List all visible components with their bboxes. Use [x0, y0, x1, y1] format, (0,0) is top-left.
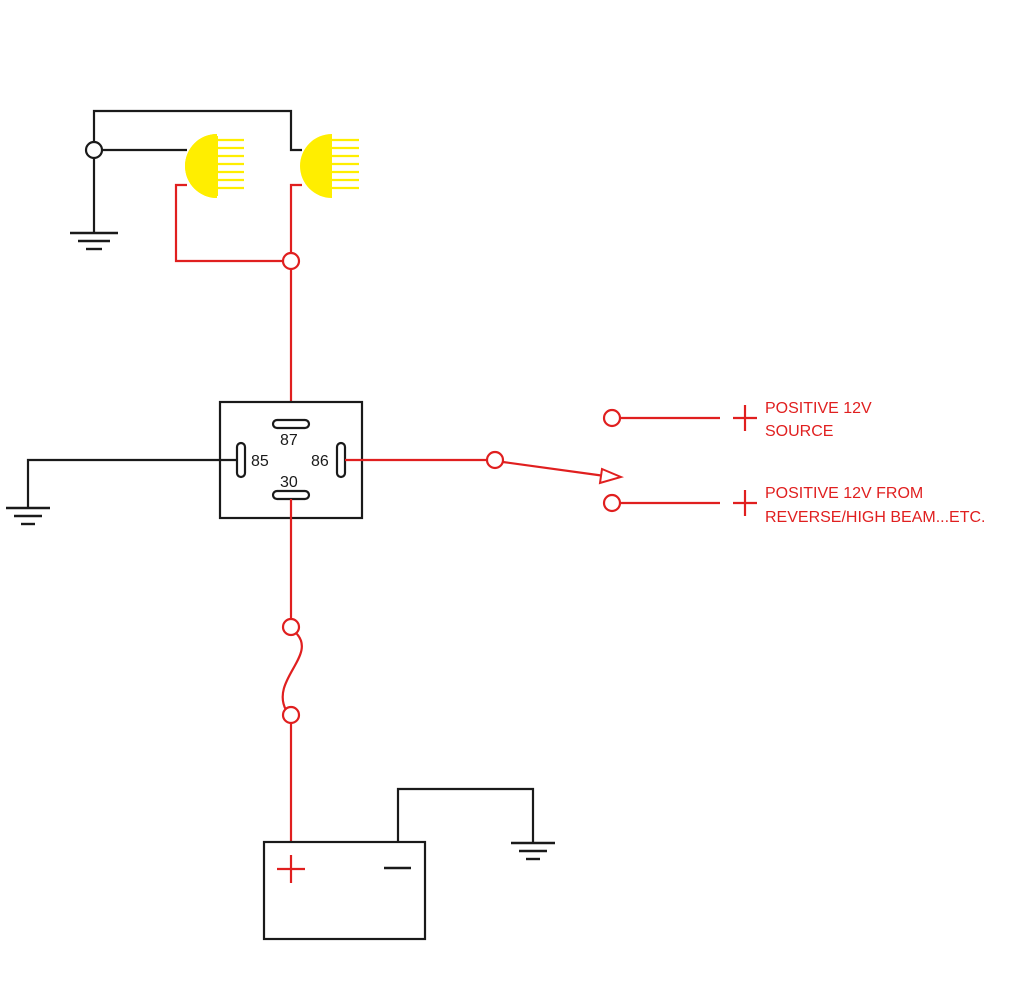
- fuse-icon: [281, 632, 303, 711]
- source-12v-label-line1: POSITIVE 12V: [765, 400, 872, 417]
- source-12v: POSITIVE 12V SOURCE: [602, 400, 872, 440]
- battery-plus-icon: [277, 855, 305, 883]
- source-12v-terminal: [602, 408, 622, 428]
- pin-85-label: 85: [251, 453, 269, 470]
- pin-30-label: 30: [280, 474, 298, 491]
- relay-pin-85: [235, 441, 247, 479]
- lamp-ground-junction: [84, 140, 104, 160]
- battery-body: [262, 840, 427, 941]
- left-lamp-icon: [185, 134, 244, 198]
- relay: 87 85 86 30: [218, 400, 364, 520]
- pin-87-label: 87: [280, 432, 298, 449]
- relay-pin-86: [335, 441, 347, 479]
- switch-arrow-icon: [598, 467, 625, 485]
- switch-lever: [502, 460, 606, 478]
- lamp-feed-junction: [281, 251, 301, 271]
- battery-ground-symbol: [511, 841, 555, 861]
- switch-pivot-terminal: [485, 450, 505, 470]
- battery-feed-wiring: [281, 499, 303, 842]
- relay-ground-symbol: [6, 506, 50, 526]
- source-reverse: POSITIVE 12V FROM REVERSE/HIGH BEAM...ET…: [602, 485, 985, 526]
- lamp-feed-wiring: [174, 183, 302, 420]
- fuse-top-terminal: [281, 617, 301, 637]
- source-12v-label-line2: SOURCE: [765, 423, 833, 440]
- source-reverse-terminal: [602, 493, 622, 513]
- lamp-ground-wiring: [70, 109, 302, 251]
- switch-wiring: [345, 450, 625, 485]
- right-lamp-icon: [300, 134, 359, 198]
- fuse-bottom-terminal: [281, 705, 301, 725]
- battery: [262, 787, 555, 941]
- source-reverse-label-line1: POSITIVE 12V FROM: [765, 485, 923, 502]
- source-reverse-label-line2: REVERSE/HIGH BEAM...ETC.: [765, 509, 985, 526]
- pin85-ground-wiring: [6, 458, 237, 526]
- lamp-ground-symbol: [70, 231, 118, 251]
- relay-pin-87: [271, 418, 311, 430]
- relay-pin-30: [271, 489, 311, 501]
- pin-86-label: 86: [311, 453, 329, 470]
